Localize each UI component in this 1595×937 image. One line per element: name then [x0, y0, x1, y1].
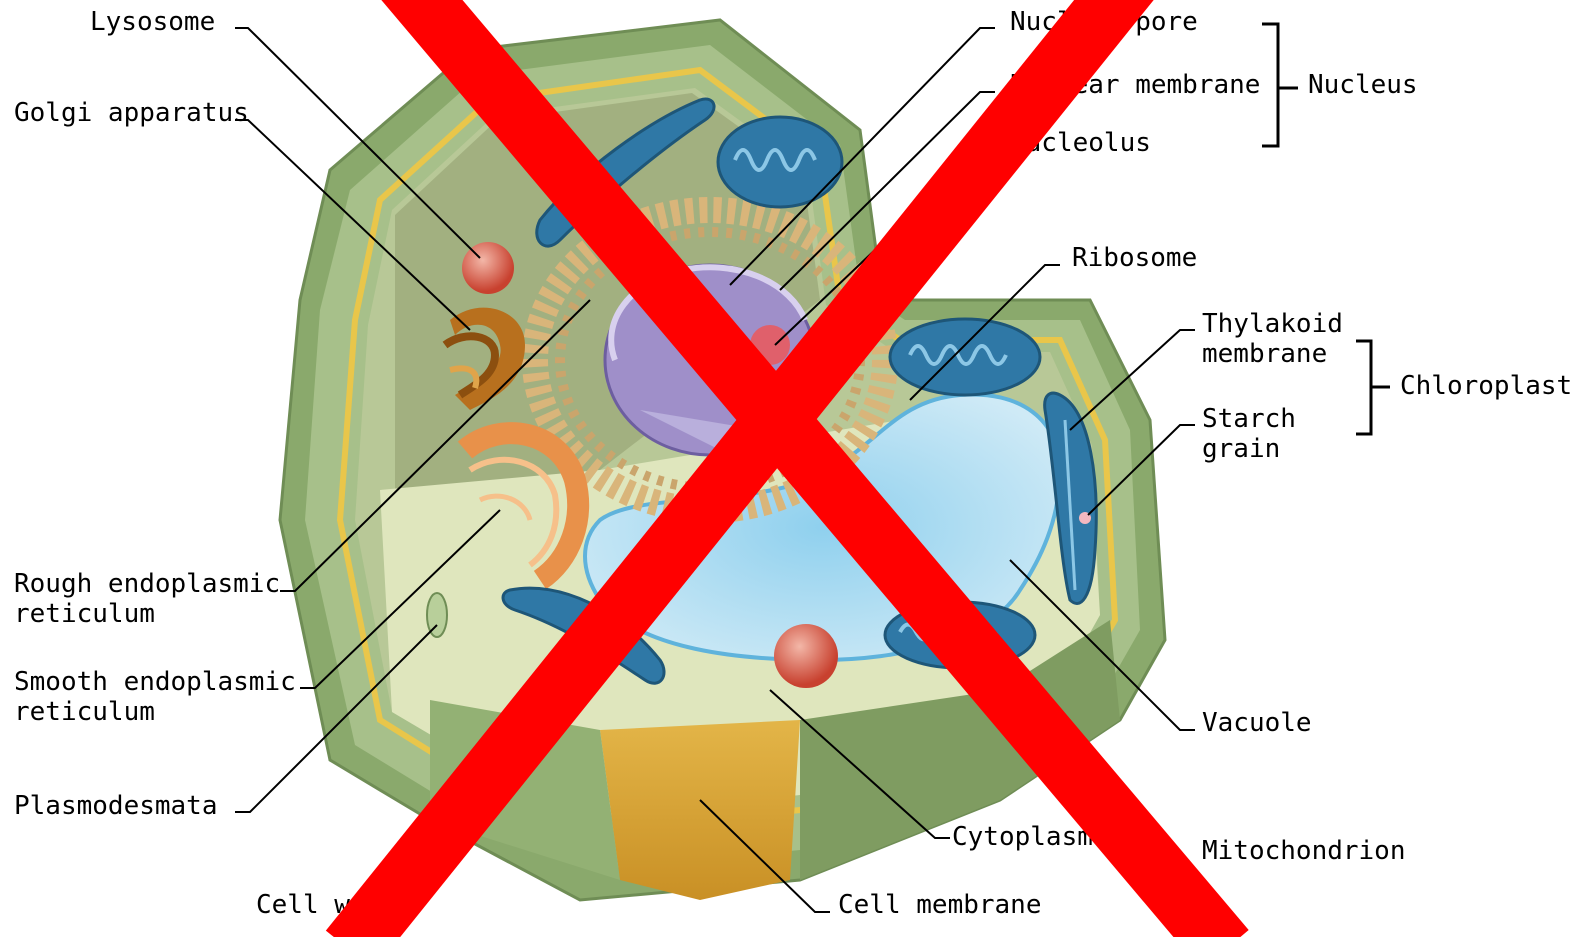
- label-thylakoid-line2: membrane: [1202, 339, 1327, 369]
- nucleus-bracket: [1262, 24, 1278, 146]
- plasmodesmata: [427, 593, 447, 637]
- label-rough-er-line1: Rough endoplasmic: [14, 569, 280, 599]
- label-vacuole: Vacuole: [1202, 708, 1312, 738]
- label-thylakoid-line1: Thylakoid: [1202, 309, 1343, 339]
- label-mitochondrion: Mitochondrion: [1202, 836, 1406, 866]
- lysosome: [462, 242, 514, 294]
- label-ribosome: Ribosome: [1072, 243, 1197, 273]
- label-rough-er-line2: reticulum: [14, 599, 155, 629]
- label-plasmodesmata: Plasmodesmata: [14, 791, 218, 821]
- chloroplast-1: [718, 117, 842, 207]
- label-starch-line1: Starch: [1202, 404, 1296, 434]
- label-lysosome: Lysosome: [90, 7, 215, 37]
- label-smooth-er-line1: Smooth endoplasmic: [14, 667, 296, 697]
- chloroplast-3: [890, 319, 1040, 395]
- label-smooth-er-line2: reticulum: [14, 697, 155, 727]
- label-nucleus: Nucleus: [1308, 70, 1418, 100]
- lysosome-2: [774, 624, 838, 688]
- label-cytoplasm: Cytoplasm: [952, 822, 1093, 852]
- chloroplast-bracket: [1356, 341, 1371, 434]
- label-starch-line2: grain: [1202, 434, 1280, 464]
- label-cell-membrane: Cell membrane: [838, 890, 1042, 920]
- cell-wall-front-left: [600, 720, 800, 900]
- label-golgi-apparatus: Golgi apparatus: [14, 98, 249, 128]
- label-chloroplast: Chloroplast: [1400, 371, 1572, 401]
